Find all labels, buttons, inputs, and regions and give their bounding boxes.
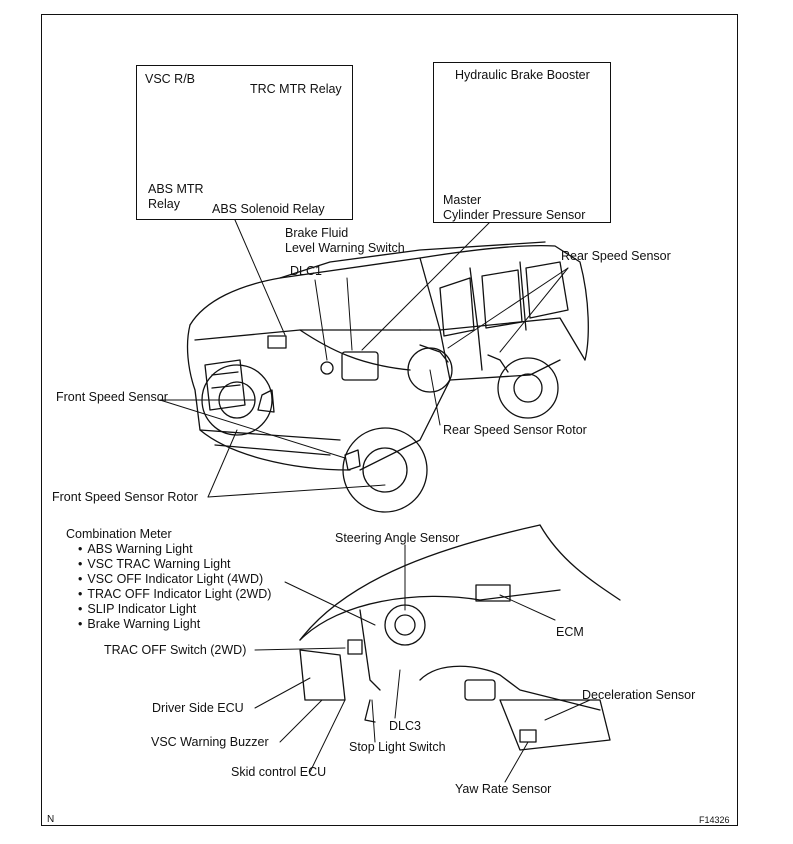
- meter-item-slip-indicator: SLIP Indicator Light: [78, 602, 271, 617]
- ecm-label: ECM: [556, 625, 584, 639]
- diagram-frame: [41, 14, 738, 826]
- booster-inset: [433, 62, 611, 223]
- hydraulic-brake-booster-label: Hydraulic Brake Booster: [455, 68, 590, 82]
- relay-box-inset: [136, 65, 353, 220]
- yaw-rate-sensor-label: Yaw Rate Sensor: [455, 782, 552, 796]
- dlc1-label: DLC1: [290, 264, 322, 278]
- vsc-rb-label: VSC R/B: [145, 72, 196, 86]
- master-cylinder-label-line1: Master: [443, 193, 482, 207]
- front-speed-sensor-rotor-label: Front Speed Sensor Rotor: [52, 490, 198, 504]
- master-cylinder-label-line2: Cylinder Pressure Sensor: [443, 208, 586, 222]
- rear-speed-sensor-label: Rear Speed Sensor: [561, 249, 671, 263]
- meter-item-brake-warning: Brake Warning Light: [78, 617, 271, 632]
- stop-light-switch-label: Stop Light Switch: [349, 740, 446, 754]
- meter-item-vsc-trac-warning: VSC TRAC Warning Light: [78, 557, 271, 572]
- front-speed-sensor-label: Front Speed Sensor: [56, 390, 168, 404]
- brake-fluid-label-line2: Level Warning Switch: [285, 241, 405, 255]
- meter-item-abs-warning: ABS Warning Light: [78, 542, 271, 557]
- skid-control-ecu-label: Skid control ECU: [231, 765, 327, 779]
- vsc-warning-buzzer-label: VSC Warning Buzzer: [151, 735, 269, 749]
- driver-side-ecu-label: Driver Side ECU: [152, 701, 244, 715]
- leader-lines: [159, 219, 591, 783]
- figure-code: F14326: [699, 815, 730, 825]
- deceleration-sensor-label: Deceleration Sensor: [582, 688, 696, 702]
- vehicle-drawing: [186, 241, 589, 513]
- corner-mark: N: [47, 814, 55, 825]
- brake-fluid-label-line1: Brake Fluid: [285, 226, 349, 240]
- trac-off-switch-label: TRAC OFF Switch (2WD): [104, 643, 247, 657]
- meter-item-trac-off-indicator: TRAC OFF Indicator Light (2WD): [78, 587, 271, 602]
- combination-meter-label: Combination Meter: [66, 527, 172, 541]
- abs-mtr-relay-label-line1: ABS MTR: [148, 182, 204, 196]
- dlc3-label: DLC3: [389, 719, 421, 733]
- meter-item-vsc-off-indicator: VSC OFF Indicator Light (4WD): [78, 572, 271, 587]
- abs-solenoid-relay-label: ABS Solenoid Relay: [212, 202, 325, 216]
- combination-meter-items: ABS Warning Light VSC TRAC Warning Light…: [78, 542, 271, 632]
- steering-angle-sensor-label: Steering Angle Sensor: [335, 531, 460, 545]
- rear-speed-sensor-rotor-label: Rear Speed Sensor Rotor: [443, 423, 587, 437]
- abs-mtr-relay-label-line2: Relay: [148, 197, 180, 211]
- trc-mtr-relay-label: TRC MTR Relay: [250, 82, 342, 96]
